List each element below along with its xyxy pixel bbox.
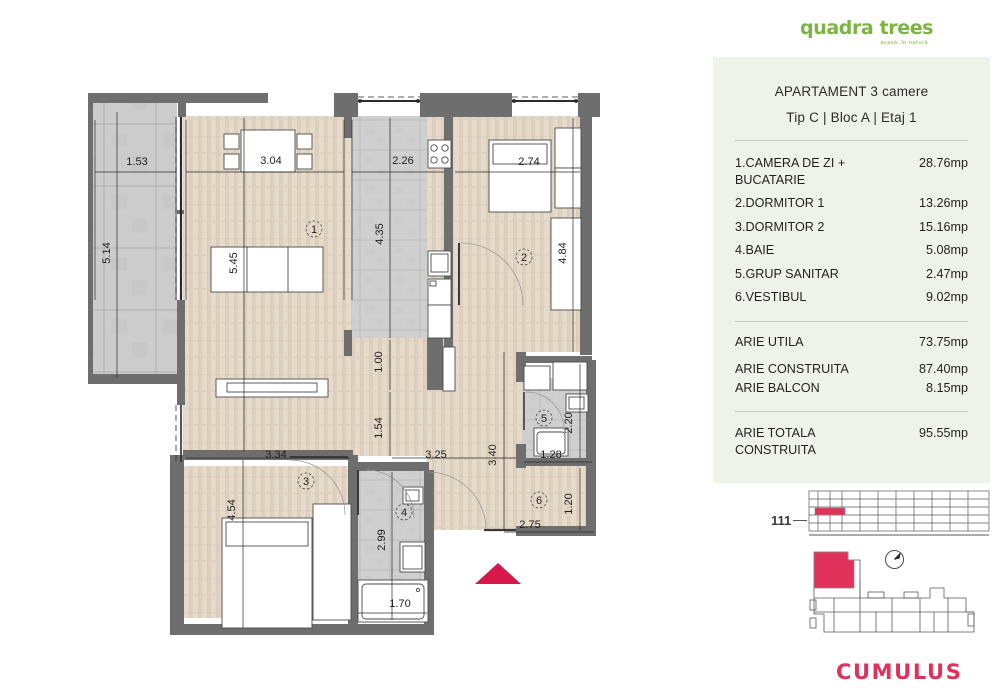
- room-label: 4.BAIE: [735, 243, 775, 257]
- table-row: 1.CAMERA DE ZI + BUCATARIE 28.76mp: [735, 155, 968, 188]
- footer-brand-logo: CUMULUS: [836, 660, 963, 684]
- room-marker-circle: [515, 248, 533, 266]
- room-area: 9.02mp: [925, 290, 968, 304]
- elevation-unit-label: 111: [771, 513, 792, 528]
- brand-logo: quadra trees acasă, în natură: [800, 17, 934, 56]
- total-area-value: 95.55mp: [918, 426, 968, 440]
- table-row: 6.VESTIBUL 9.02mp: [735, 289, 968, 306]
- dimension-label: 3.04: [260, 155, 281, 167]
- dimension-label: 3.40: [487, 444, 499, 465]
- total-area-row: ARIE TOTALA CONSTRUITA 95.55mp: [735, 425, 968, 458]
- north-arrow-icon: [885, 550, 904, 569]
- apartment-info-panel: APARTAMENT 3 camere Tip C | Bloc A | Eta…: [713, 57, 990, 483]
- room-marker-circle: [297, 472, 315, 490]
- brand-logo-text: quadra trees: [800, 17, 934, 39]
- room-label: 1.CAMERA DE ZI + BUCATARIE: [735, 156, 846, 187]
- room-label: 3.DORMITOR 2: [735, 219, 825, 234]
- room-number-markers: 1 2 3 4 5 6: [297, 220, 553, 521]
- dimension-label: 4.54: [226, 499, 238, 520]
- dimension-label: 1.28: [540, 449, 561, 461]
- elevation-leader-line: [793, 520, 807, 521]
- total-area-label-line2: CONSTRUITA: [735, 442, 816, 457]
- divider-top: [735, 140, 968, 141]
- dimension-lines: [94, 112, 594, 628]
- room-label: 2.DORMITOR 1: [735, 196, 825, 210]
- divider-bottom: [735, 411, 968, 412]
- key-plans: 111: [713, 490, 990, 640]
- building-elevation-keyplan: [808, 490, 990, 536]
- dimension-label: 1.53: [126, 156, 147, 168]
- entrance-marker-icon: [475, 563, 521, 584]
- dimension-label: 3.25: [425, 449, 446, 461]
- room-marker-number: 2: [521, 252, 527, 264]
- dimension-label: 4.35: [374, 223, 386, 244]
- room-marker-number: 4: [401, 507, 407, 519]
- dimension-label: 2.74: [518, 156, 539, 168]
- dimension-label: 1.00: [373, 351, 385, 372]
- area-label: ARIE CONSTRUITA: [735, 362, 849, 376]
- table-row: 3.DORMITOR 2 15.16mp: [735, 219, 968, 236]
- dimension-label: 2.20: [563, 412, 575, 433]
- room-label: 5.GRUP SANITAR: [735, 266, 839, 281]
- table-row: ARIE TOTALA CONSTRUITA 95.55mp: [735, 425, 968, 458]
- dimension-label: 1.54: [373, 417, 385, 438]
- dimension-label: 2.26: [392, 155, 413, 167]
- dimension-label: 1.20: [563, 493, 575, 514]
- room-area: 13.26mp: [918, 196, 968, 210]
- room-marker-number: 5: [541, 413, 547, 425]
- dimension-label: 2.99: [376, 529, 388, 550]
- room-marker-number: 6: [536, 495, 542, 507]
- room-schedule-list: 1.CAMERA DE ZI + BUCATARIE 28.76mp 2.DORMI…: [735, 155, 968, 306]
- area-value: 73.75mp: [918, 334, 968, 349]
- room-marker-circle: [395, 503, 413, 521]
- panel-subtitle-type: Tip C | Bloc A | Etaj 1: [786, 110, 917, 125]
- divider-middle: [735, 320, 968, 322]
- building-floor-keyplan: [809, 551, 975, 633]
- room-area: 5.08mp: [925, 243, 968, 257]
- dimension-label: 4.84: [557, 242, 569, 263]
- panel-title-apartment: APARTAMENT 3 camere: [774, 84, 929, 99]
- table-row: ARIE CONSTRUITA 87.40mp: [735, 361, 968, 378]
- furniture: [210, 127, 589, 629]
- room-marker-circle: [530, 491, 548, 509]
- room-marker-number: 3: [303, 476, 309, 488]
- dimension-label: 2.75: [519, 519, 540, 531]
- room-area: 28.76mp: [918, 156, 968, 170]
- area-value: 87.40mp: [918, 362, 968, 376]
- room-area: 2.47mp: [925, 266, 968, 281]
- table-row: ARIE BALCON 8.15mp: [735, 380, 968, 397]
- area-label: ARIE BALCON: [735, 380, 820, 395]
- room-area: 15.16mp: [918, 219, 968, 234]
- table-row: ARIE UTILA 73.75mp: [735, 334, 968, 351]
- total-area-label: ARIE TOTALA CONSTRUITA: [735, 425, 816, 458]
- dimension-labels: 1.53 5.14 3.04 5.45 2.26 4.35 2.74 4.84 1.00 1.54…: [101, 155, 575, 610]
- room-marker-circle: [305, 220, 323, 238]
- area-label: ARIE UTILA: [735, 334, 804, 349]
- dimension-label: 5.45: [228, 252, 240, 273]
- floor-plan-drawing: 1.53 5.14 3.04 5.45 2.26 4.35 2.74 4.84 1.00 1.54…: [88, 93, 600, 635]
- total-area-label-line1: ARIE TOTALA: [735, 426, 816, 440]
- dimension-label: 5.14: [101, 242, 113, 263]
- brand-logo-tagline: acasă, în natură: [880, 40, 928, 46]
- table-row: 5.GRUP SANITAR 2.47mp: [735, 266, 968, 283]
- area-value: 8.15mp: [925, 380, 968, 395]
- room-marker-circle: [535, 409, 553, 427]
- table-row: 4.BAIE 5.08mp: [735, 242, 968, 259]
- dimension-label: 1.70: [389, 598, 410, 610]
- table-row: 2.DORMITOR 1 13.26mp: [735, 195, 968, 212]
- room-marker-number: 1: [311, 224, 317, 236]
- room-label: 6.VESTIBUL: [735, 290, 807, 304]
- walls: [88, 93, 600, 635]
- dimension-label: 3.34: [265, 449, 286, 461]
